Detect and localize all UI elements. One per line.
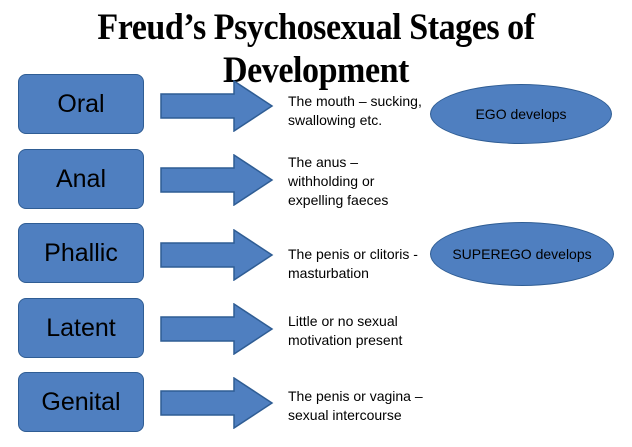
stage-description-phallic: The penis or clitoris - masturbation	[288, 245, 418, 283]
description-line: The anus –	[288, 154, 359, 170]
description-line: withholding or	[288, 173, 375, 189]
description-line: Little or no sexual	[288, 313, 398, 329]
arrow-icon	[160, 377, 274, 429]
superego-develops-ellipse: SUPEREGO develops	[430, 222, 614, 286]
arrow-icon	[160, 154, 274, 206]
page-title: Freud’s Psychosexual Stages of Developme…	[97, 7, 535, 91]
stage-description-genital: The penis or vagina – sexual intercourse	[288, 387, 423, 425]
stage-box-latent: Latent	[18, 298, 144, 358]
description-line: motivation present	[288, 332, 403, 348]
stage-description-latent: Little or no sexual motivation present	[288, 312, 402, 350]
ego-develops-ellipse: EGO develops	[430, 84, 612, 144]
stage-box-oral: Oral	[18, 74, 144, 134]
stage-box-phallic: Phallic	[18, 223, 144, 283]
arrow-icon	[160, 80, 274, 132]
description-line: sexual intercourse	[288, 407, 402, 423]
arrow-icon	[160, 303, 274, 355]
description-line: The penis or vagina –	[288, 388, 423, 404]
arrow-icon	[160, 229, 274, 281]
stage-description-anal: The anus – withholding or expelling faec…	[288, 153, 388, 210]
stage-box-anal: Anal	[18, 149, 144, 209]
stage-description-oral: The mouth – sucking, swallowing etc.	[288, 92, 422, 130]
description-line: expelling faeces	[288, 192, 389, 208]
description-line: The mouth – sucking,	[288, 93, 422, 109]
description-line: masturbation	[288, 265, 369, 281]
description-line: The penis or clitoris -	[288, 246, 418, 262]
stage-box-genital: Genital	[18, 372, 144, 432]
description-line: swallowing etc.	[288, 112, 383, 128]
